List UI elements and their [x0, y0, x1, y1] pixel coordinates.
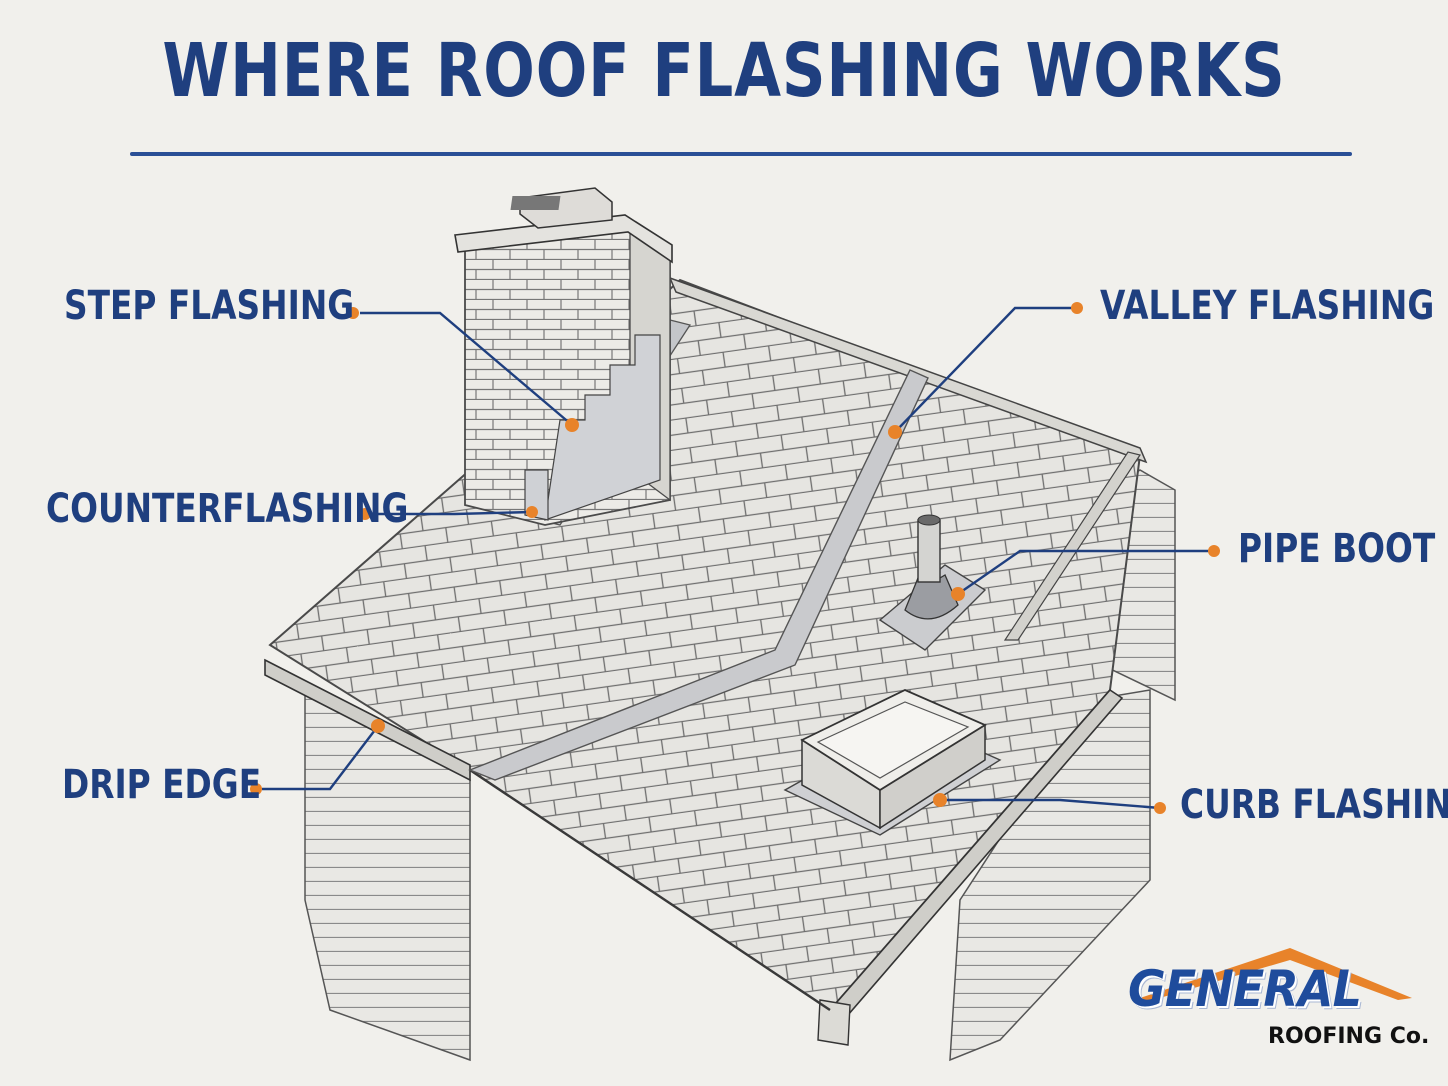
label-step-flashing: STEP FLASHING — [64, 283, 355, 329]
page-title: WHERE ROOF FLASHING WORKS — [162, 28, 1286, 114]
pipe-boot-dot — [1208, 545, 1220, 557]
logo-name: GENERAL — [1128, 960, 1362, 1018]
title-underline — [130, 152, 1352, 156]
counterflashing-dot — [359, 508, 371, 520]
label-pipe-boot: PIPE BOOT — [1238, 526, 1436, 572]
curb-flashing-dot — [1154, 802, 1166, 814]
drip-edge-dot — [250, 783, 262, 795]
label-drip-edge: DRIP EDGE — [62, 762, 262, 808]
label-valley-flashing: VALLEY FLASHING — [1100, 283, 1435, 329]
label-curb-flashing: CURB FLASHING — [1180, 782, 1448, 828]
valley-flashing-dot — [1071, 302, 1083, 314]
logo-roof-icon — [1140, 948, 1412, 1002]
step-flashing-dot — [347, 307, 359, 319]
label-counterflashing: COUNTERFLASHING — [46, 486, 409, 532]
logo-subtitle: ROOFING Co. — [1268, 1024, 1430, 1049]
